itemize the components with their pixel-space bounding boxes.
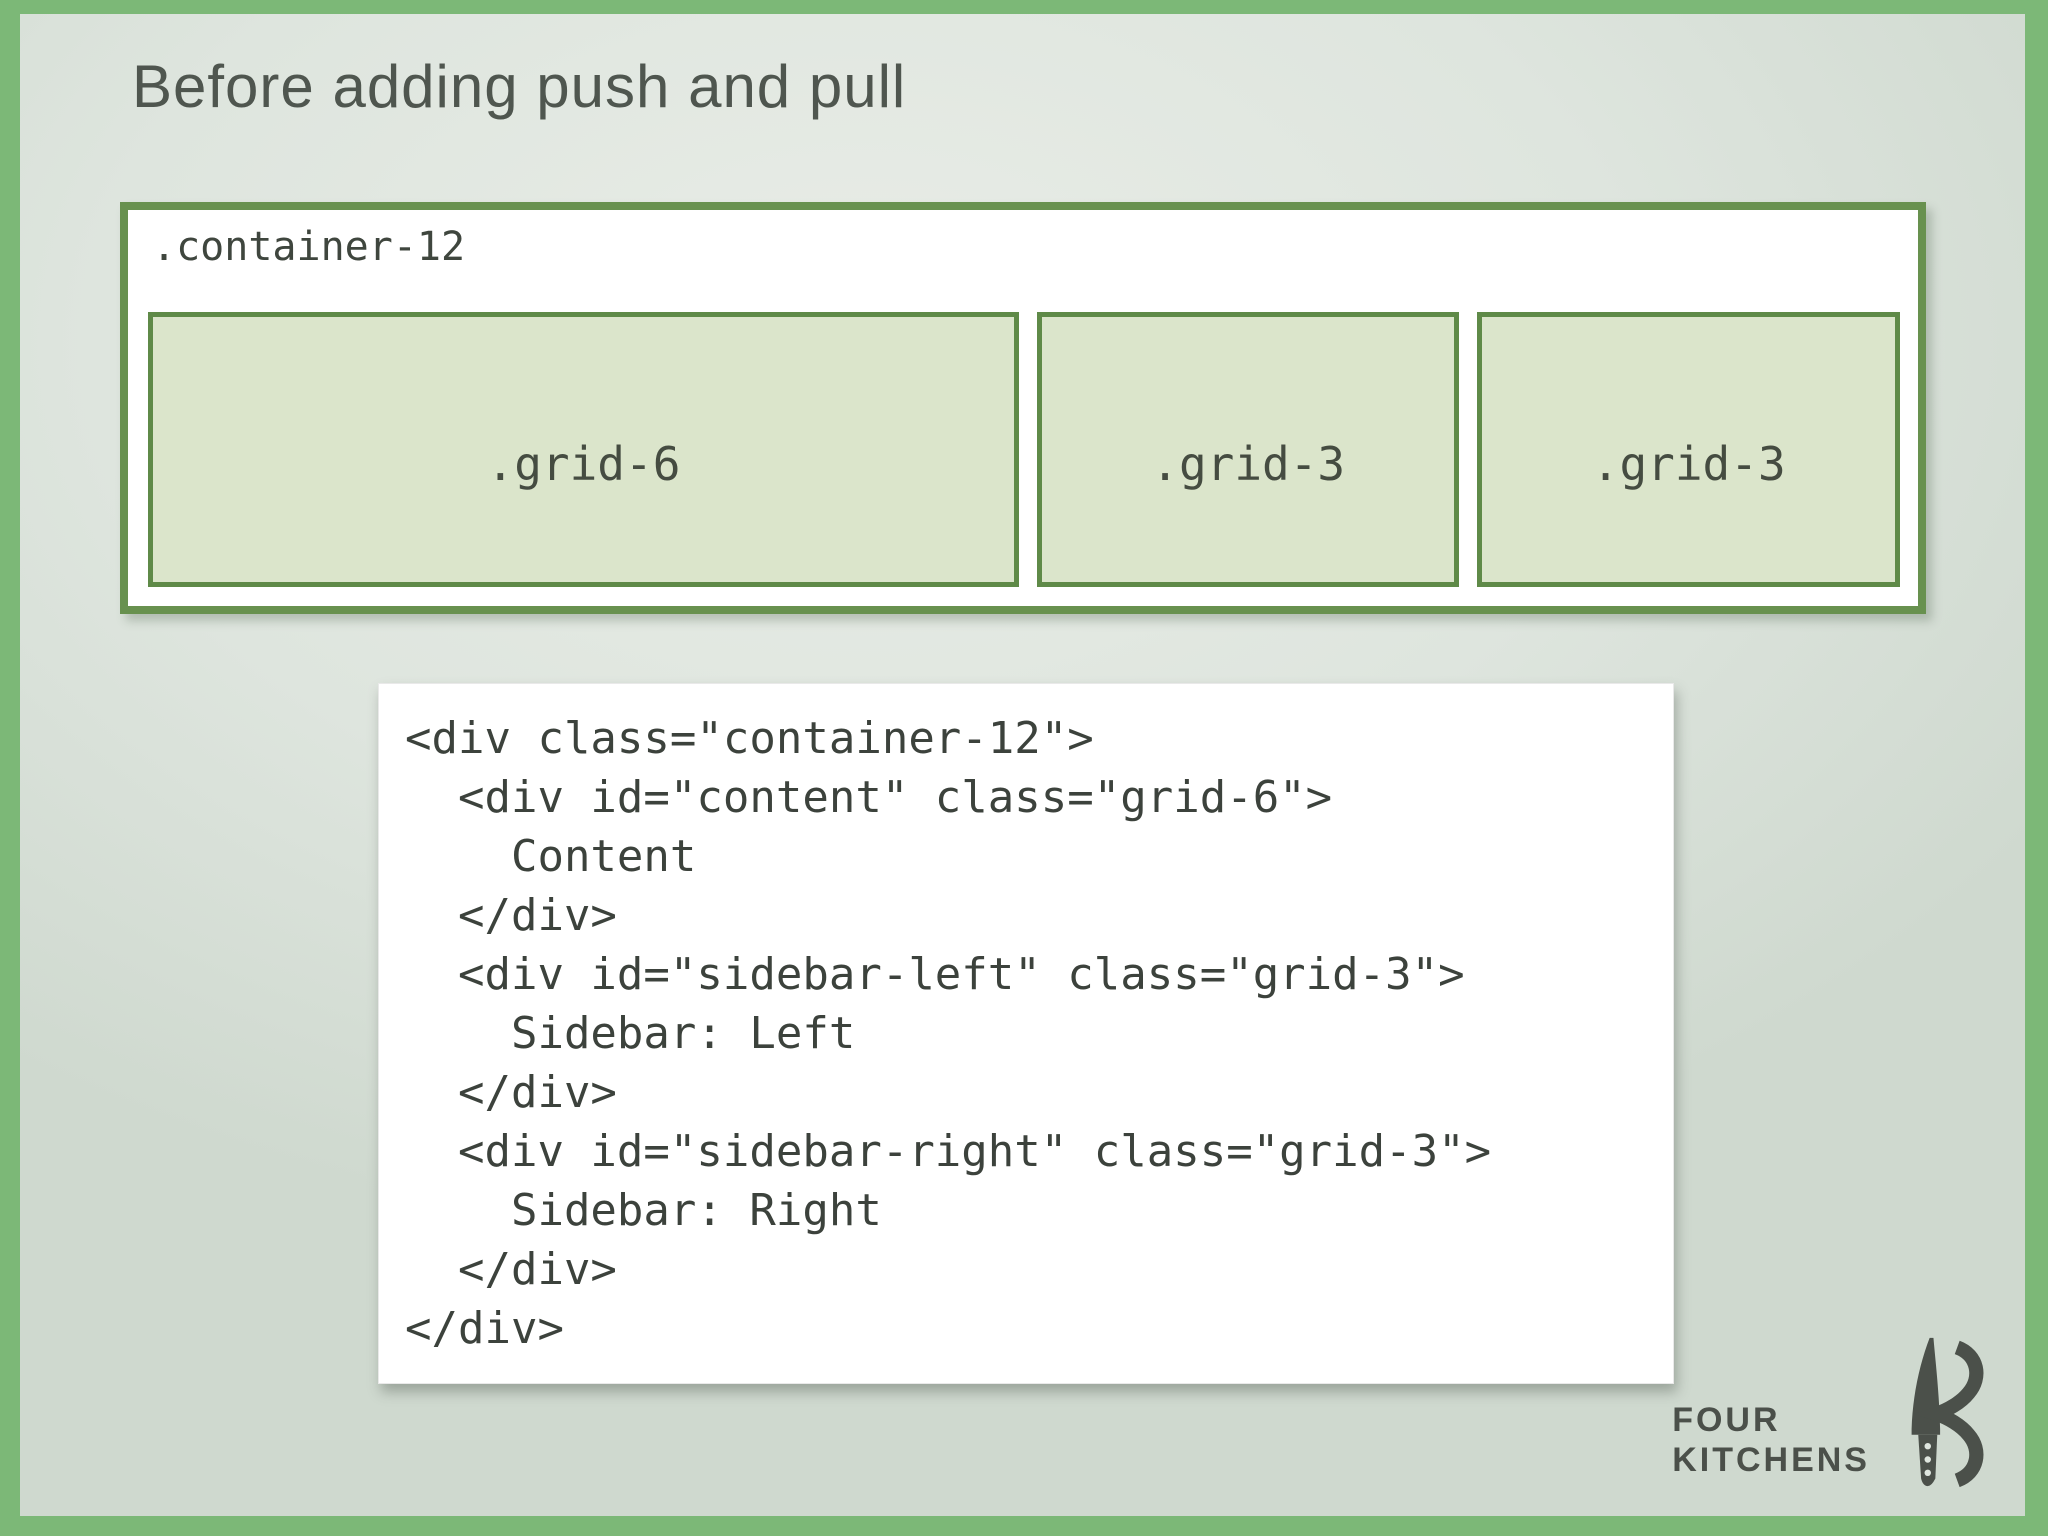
code-block: <div class="container-12"> <div id="cont… <box>378 683 1674 1384</box>
grid-3-right-box: .grid-3 <box>1477 312 1900 587</box>
knife-k-icon <box>1911 1337 1984 1488</box>
slide-title: Before adding push and pull <box>132 53 907 120</box>
grid-6-box: .grid-6 <box>148 312 1019 587</box>
slide-background: Before adding push and pull .container-1… <box>20 14 2025 1516</box>
grid-3-right-label: .grid-3 <box>1591 436 1786 491</box>
logo-line-kitchens: KITCHENS <box>1672 1441 1870 1479</box>
container-12-box: .container-12 .grid-6 .grid-3 .grid-3 <box>120 202 1926 614</box>
container-12-label: .container-12 <box>152 224 466 270</box>
logo-line-four: FOUR <box>1672 1401 1781 1439</box>
code-line: Sidebar: Right <box>405 1185 882 1236</box>
code-line: </div> <box>405 1067 617 1118</box>
code-line: Sidebar: Left <box>405 1008 856 1059</box>
grid-6-label: .grid-6 <box>486 436 681 491</box>
four-kitchens-logo-text: FOUR KITCHENS <box>1672 1400 1870 1480</box>
grid-3-left-label: .grid-3 <box>1151 436 1346 491</box>
code-line: </div> <box>405 1303 564 1354</box>
grid-3-left-box: .grid-3 <box>1036 312 1460 587</box>
code-line: Content <box>405 831 697 882</box>
code-line: <div class="container-12"> <box>405 713 1094 764</box>
code-line: <div id="content" class="grid-6"> <box>405 772 1333 823</box>
code-line: <div id="sidebar-left" class="grid-3"> <box>405 949 1465 1000</box>
grid-row: .grid-6 .grid-3 .grid-3 <box>148 312 1900 587</box>
code-line: </div> <box>405 890 617 941</box>
four-kitchens-logo: FOUR KITCHENS <box>1672 1336 1990 1488</box>
code-line: <div id="sidebar-right" class="grid-3"> <box>405 1126 1492 1177</box>
code-line: </div> <box>405 1244 617 1295</box>
